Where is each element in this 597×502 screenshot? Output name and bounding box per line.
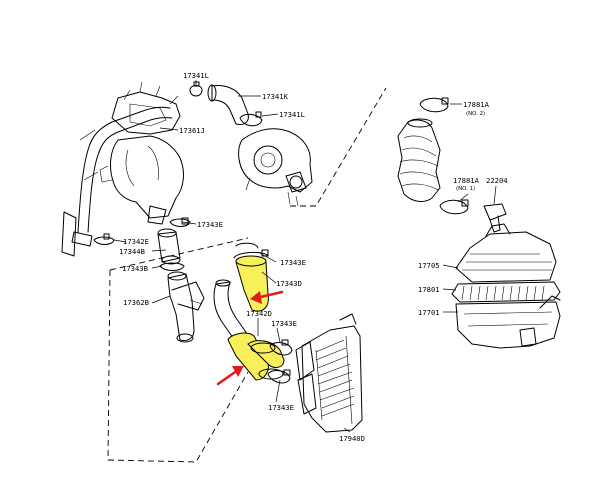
clamps-17343E — [235, 242, 293, 384]
part-labels: 17341L 17341K 17341L 17361J 17343E 17342… — [119, 71, 508, 443]
label-17361J: 17361J — [179, 126, 205, 135]
dashed-outline-top — [290, 87, 387, 207]
clamp-17881A-no1 — [439, 199, 469, 215]
note-no2: (NO. 2) — [466, 111, 485, 117]
red-arrow-lower — [216, 366, 244, 386]
label-17342D: 17342D — [246, 309, 272, 318]
air-cleaner-cap-17705 — [455, 223, 557, 283]
label-17940D: 17940D — [339, 434, 365, 443]
note-no1: (NO. 1) — [456, 186, 475, 192]
label-17341L-mid: 17341L — [279, 110, 305, 119]
label-17801: 17801 — [418, 285, 440, 294]
sensor-22204 — [483, 203, 507, 233]
label-17881A-no2: 17881A — [463, 100, 490, 109]
intercooler-17940D — [295, 313, 363, 433]
label-17362B: 17362B — [123, 298, 149, 307]
label-17343D: 17343D — [276, 279, 302, 288]
air-cleaner-case-17701 — [455, 295, 561, 349]
label-17342E: 17342E — [123, 237, 149, 246]
leader-lines — [113, 80, 497, 433]
label-17341K: 17341K — [262, 92, 289, 101]
turbocharger-body — [99, 135, 184, 225]
label-17341L-top: 17341L — [183, 71, 209, 80]
dashed-outline-bottom — [107, 237, 249, 463]
label-17343B: 17343B — [122, 264, 148, 273]
clamp-17881A-no2 — [419, 97, 449, 113]
intake-hose — [397, 118, 441, 202]
intercooler-hose-17343D — [233, 249, 269, 312]
label-17701: 17701 — [418, 308, 440, 317]
label-17344B: 17344B — [119, 247, 145, 256]
pipe-17362B — [167, 271, 205, 343]
turbocharger-center — [238, 128, 313, 207]
label-17343E-c: 17343E — [271, 319, 297, 328]
label-22204: 22204 — [486, 176, 508, 185]
turbo-intake-pipe-17361J — [61, 81, 181, 257]
label-17343E-b: 17343E — [280, 258, 306, 267]
label-17705: 17705 — [418, 261, 440, 270]
label-17343E-a: 17343E — [197, 220, 223, 229]
label-17881A-no1: 17881A — [453, 176, 480, 185]
hose-17341K — [189, 81, 263, 127]
intercooler-hose-17342D — [227, 332, 285, 381]
red-arrow-upper — [250, 290, 284, 304]
label-17343E-d: 17343E — [268, 403, 294, 412]
air-filter-17801 — [451, 281, 561, 303]
